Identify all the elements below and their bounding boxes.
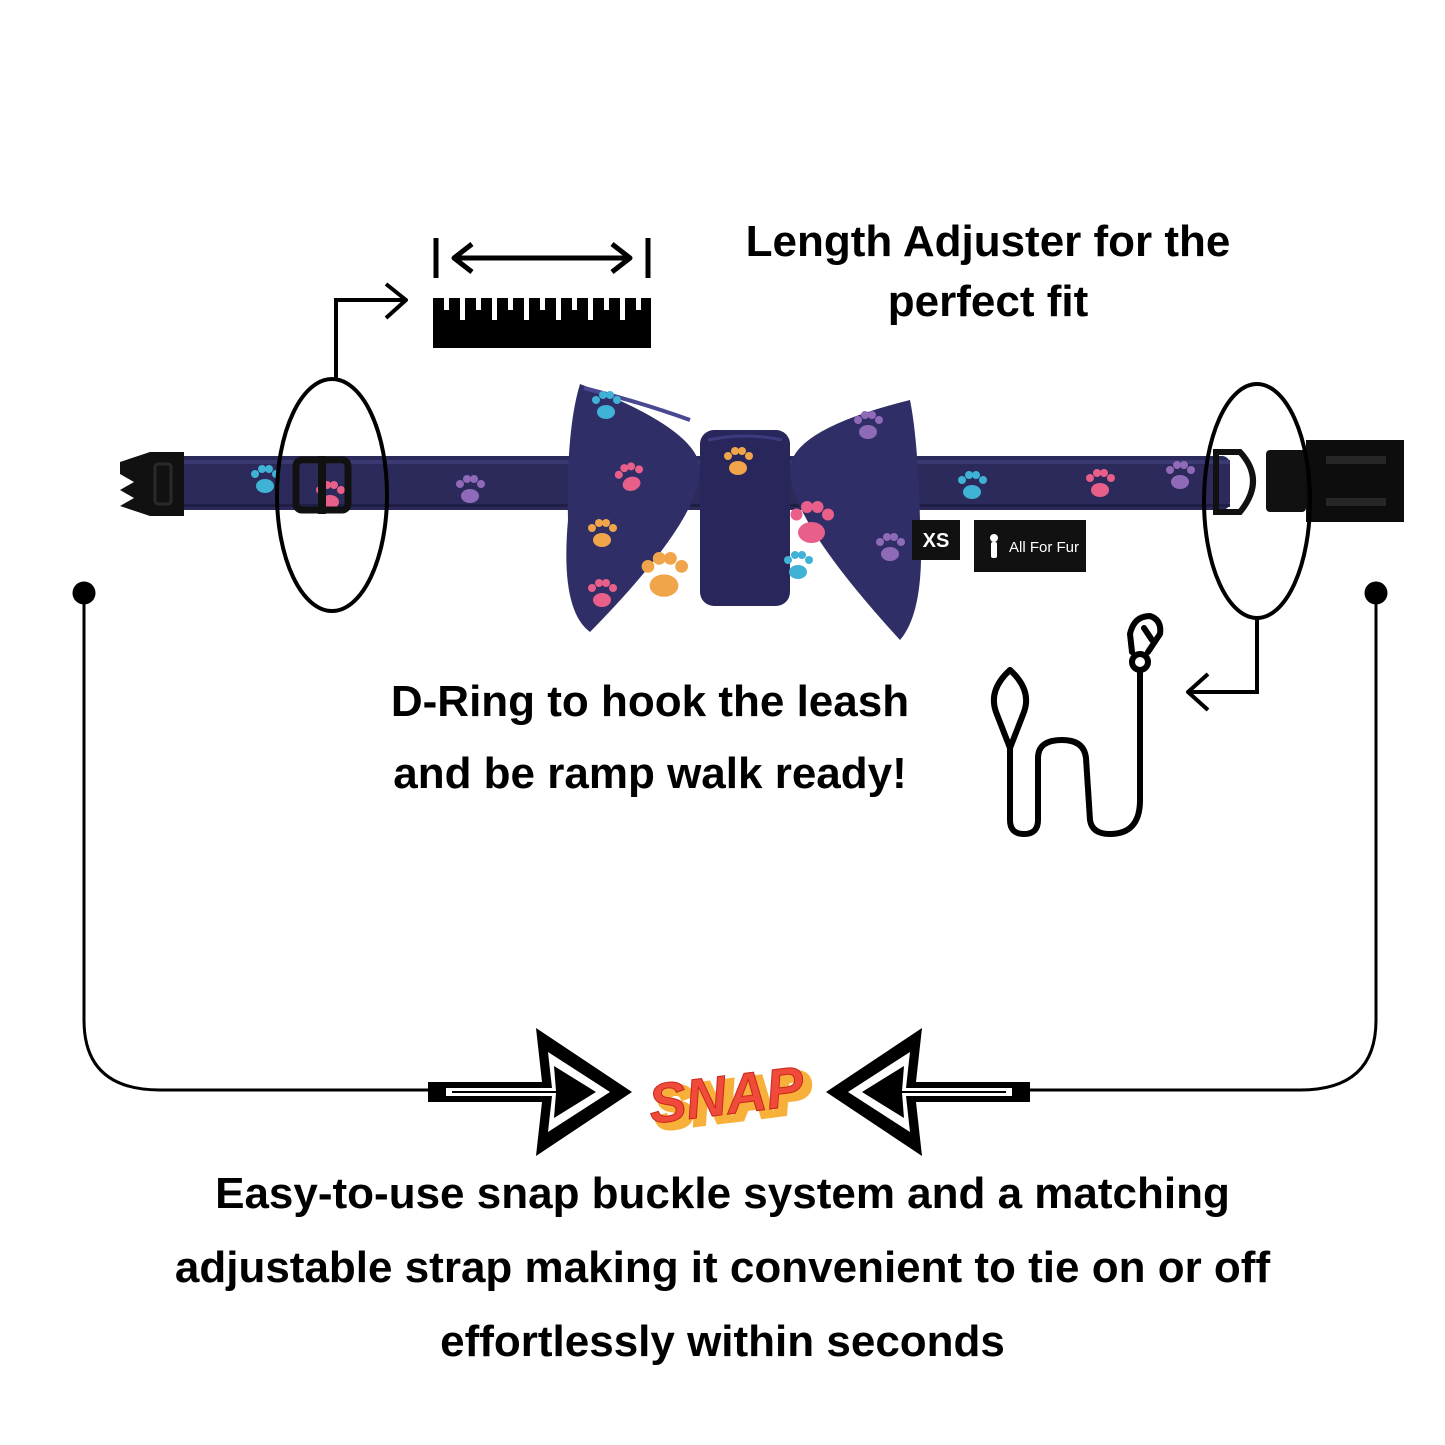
snap-buckle-line-1: Easy-to-use snap buckle system and a mat… bbox=[215, 1169, 1230, 1218]
d-ring-callout-arrow bbox=[1186, 618, 1259, 712]
snap-connector-lines bbox=[72, 581, 1388, 1092]
adjuster-callout-arrow bbox=[334, 282, 408, 380]
d-ring-and-buckle-right bbox=[1213, 440, 1404, 522]
brand-tag: All For Fur bbox=[974, 520, 1086, 572]
d-ring-caption: D-Ring to hook the leash and be ramp wal… bbox=[330, 680, 970, 796]
snap-buckle-line-2: adjustable strap making it convenient to… bbox=[174, 1243, 1271, 1292]
snap-buckle-line-3: effortlessly within seconds bbox=[440, 1317, 1005, 1366]
length-ruler-icon bbox=[433, 238, 651, 348]
snap-sticker: SNAP SNAP bbox=[645, 1053, 818, 1143]
length-adjuster-line-1: Length Adjuster for the bbox=[745, 217, 1231, 266]
size-tag-label: XS bbox=[923, 530, 950, 552]
snap-buckle-caption: Easy-to-use snap buckle system and a mat… bbox=[60, 1172, 1385, 1394]
size-tag: XS bbox=[912, 520, 960, 560]
length-adjuster-line-2: perfect fit bbox=[887, 277, 1089, 326]
length-adjuster-caption: Length Adjuster for the perfect fit bbox=[688, 220, 1288, 324]
leash-icon bbox=[990, 613, 1164, 837]
right-pointing-arrow-icon bbox=[428, 1028, 632, 1156]
adjuster-highlight-ellipse bbox=[275, 377, 389, 613]
d-ring-line-2: and be ramp walk ready! bbox=[393, 749, 907, 798]
strap-slider bbox=[292, 456, 352, 514]
snap-buckle-left bbox=[120, 452, 184, 516]
d-ring-line-1: D-Ring to hook the leash bbox=[390, 677, 910, 726]
brand-dog-icon bbox=[990, 534, 998, 558]
bow-tie bbox=[566, 384, 922, 640]
brand-tag-label: All For Fur bbox=[1009, 539, 1079, 556]
left-pointing-arrow-icon bbox=[826, 1028, 1030, 1156]
